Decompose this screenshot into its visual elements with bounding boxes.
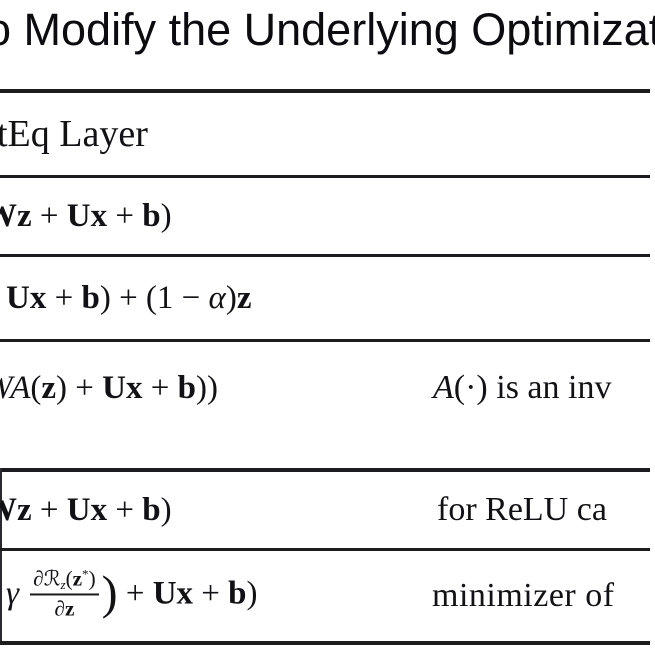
left-edge-line (0, 468, 2, 645)
table-bottom-rule (0, 641, 650, 645)
header-bottom-rule (0, 175, 650, 178)
table-row: Ux + b) + (1 − α)z (0, 257, 655, 339)
section-divider-rule (0, 468, 650, 472)
table-row: Wz + Ux + b) (0, 178, 655, 254)
row-divider-rule (0, 548, 650, 551)
comment-cell: for ReLU ca (437, 491, 607, 528)
table-header-row: tEq Layer (0, 92, 655, 175)
row-divider-rule (0, 254, 650, 257)
column-header-layer: tEq Layer (0, 112, 148, 155)
row-divider-rule (0, 339, 650, 342)
equation-cell: WA(z) + Ux + b)) (0, 369, 218, 406)
table-row: WA(z) + Ux + b)) A(·) is an inv (0, 342, 655, 434)
table-top-rule (0, 89, 650, 93)
comment-cell: A(·) is an inv (433, 369, 612, 406)
table-row: γ ∂ℛz(z*)∂z) + Ux + b) minimizer of (0, 551, 655, 641)
comment-cell: minimizer of (432, 577, 615, 614)
table-row: Wz + Ux + b) for ReLU ca (0, 472, 655, 548)
equation-cell: Wz + Ux + b) (0, 491, 172, 528)
equation-cell: Ux + b) + (1 − α)z (6, 279, 252, 316)
equation-cell: Wz + Ux + b) (0, 197, 172, 234)
section-title: o Modify the Underlying Optimizati (0, 4, 655, 55)
equation-cell: γ ∂ℛz(z*)∂z) + Ux + b) (6, 565, 258, 621)
